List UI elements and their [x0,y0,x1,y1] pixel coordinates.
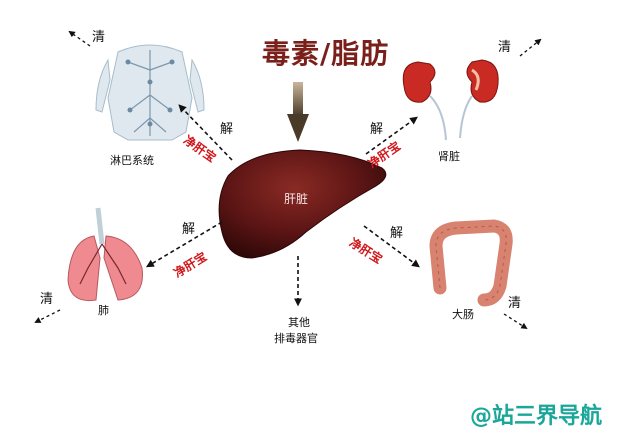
detox-label-kidney: 解 [370,122,384,137]
title: 毒素/脂肪 [262,37,390,70]
lung-label: 肺 [98,304,109,317]
kidney-illustration [402,59,499,141]
detox-arrows [145,104,420,307]
kidney-label: 肾脏 [438,150,460,163]
liver-label: 肝脏 [284,192,309,206]
clear-label-lung: 清 [40,292,54,307]
other-label-line1: 其他 [288,316,310,329]
detox-label-lymph: 解 [220,122,234,137]
other-label-line2: 排毒器官 [274,332,318,345]
detox-label-intestine: 解 [390,226,404,241]
clear-label-lymph: 清 [92,30,106,45]
clear-arrows [34,30,542,330]
lymph-system-illustration [95,44,205,141]
lung-illustration [67,207,143,302]
liver-illustration [218,149,387,259]
intestine-illustration [429,219,513,307]
inflow-arrow [287,82,309,142]
lymph-label: 淋巴系统 [110,154,154,167]
clear-label-intestine: 清 [508,296,522,311]
watermark: @站三界导航 [470,404,603,429]
detox-label-lung: 解 [182,222,196,237]
clear-label-kidney: 清 [498,40,512,55]
intestine-label: 大肠 [452,308,474,321]
